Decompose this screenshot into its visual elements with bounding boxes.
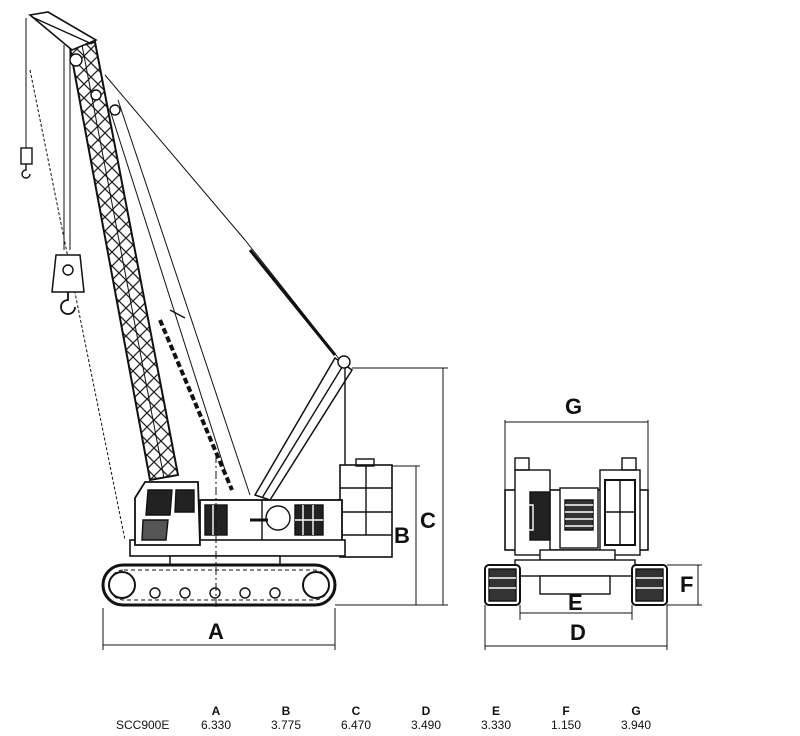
counterweight [339, 458, 393, 558]
mast [253, 355, 354, 501]
spec-header-d: D [421, 704, 431, 718]
spec-value-g: 3.940 [620, 718, 652, 732]
main-boom [68, 40, 180, 482]
dimension-label-g: G [565, 394, 582, 419]
spec-header-row: A B C D E F G [0, 704, 800, 722]
spec-model-name: SCC900E [116, 718, 170, 732]
rear-track-left [484, 564, 521, 606]
rear-track-right [631, 564, 668, 606]
boom-tip [28, 11, 121, 116]
pendant-lines [104, 74, 341, 496]
spec-value-d: 3.490 [410, 718, 442, 732]
crane-dimension-drawing: A B C [20, 11, 702, 650]
boom-stops [158, 309, 234, 491]
dimension-label-a: A [208, 619, 224, 644]
dimension-label-e: E [568, 590, 583, 615]
hoist-lines [25, 18, 126, 541]
spec-header-g: G [631, 704, 641, 718]
dimension-label-c: C [420, 508, 436, 533]
spec-header-f: F [562, 704, 570, 718]
spec-value-f: 1.150 [550, 718, 582, 732]
spec-value-e: 3.330 [480, 718, 512, 732]
spec-header-e: E [491, 704, 500, 718]
spec-value-c: 6.470 [340, 718, 372, 732]
operator-cab [134, 481, 201, 546]
spec-value-row: SCC900E 6.330 3.775 6.470 3.490 3.330 1.… [0, 718, 800, 736]
main-hook-block [51, 254, 85, 315]
rear-carbody [514, 559, 636, 595]
side-dimensions [102, 367, 448, 650]
spec-value-b: 3.775 [270, 718, 302, 732]
spec-header-c: C [351, 704, 361, 718]
dimension-label-d: D [570, 620, 586, 645]
side-view [20, 11, 393, 610]
rear-dimensions [484, 420, 702, 650]
spec-header-b: B [281, 704, 291, 718]
dimension-label-b: B [394, 523, 410, 548]
rear-view [484, 457, 668, 606]
crawler-track-side [101, 563, 337, 607]
small-hook [20, 147, 33, 179]
dimension-label-f: F [680, 572, 693, 597]
spec-table: A B C D E F G SCC900E 6.330 3.775 6.470 … [0, 696, 800, 736]
spec-header-a: A [211, 704, 221, 718]
rear-superstructure [504, 457, 649, 561]
spec-value-a: 6.330 [200, 718, 232, 732]
